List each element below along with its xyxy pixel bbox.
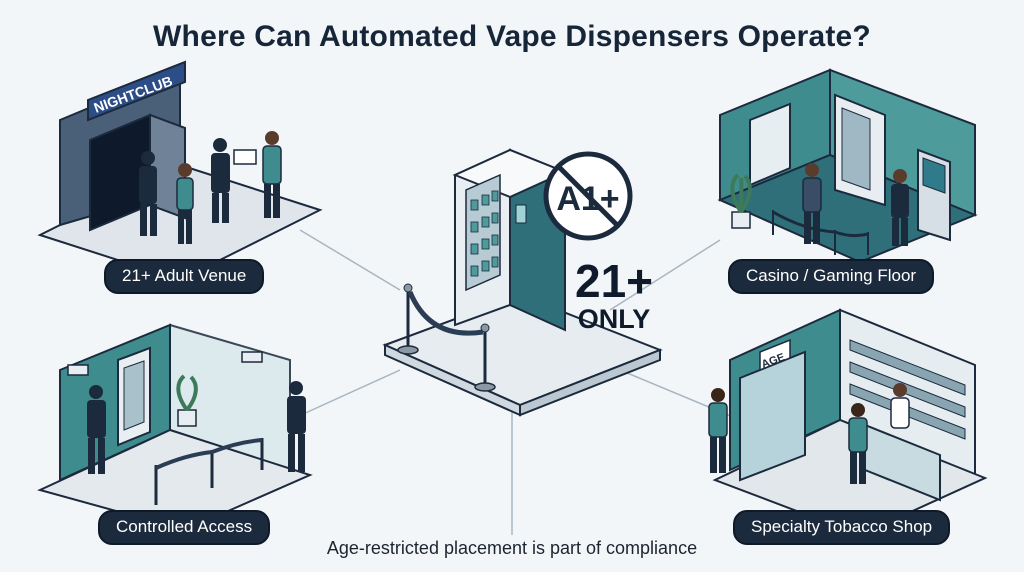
nightclub-scene: NIGHTCLUB bbox=[37, 60, 323, 282]
casino-guest-2 bbox=[891, 169, 909, 246]
tobacco-customer-2 bbox=[848, 403, 868, 484]
page-title: Where Can Automated Vape Dispensers Oper… bbox=[153, 20, 871, 53]
tobacco-scene: AGE bbox=[708, 308, 988, 537]
label-controlled-access: Controlled Access bbox=[98, 510, 271, 545]
vending-products bbox=[470, 190, 499, 277]
slot-machine-screen bbox=[922, 157, 946, 194]
age-badge: 21+ bbox=[575, 255, 654, 307]
nightclub-guest-woman bbox=[176, 163, 194, 244]
controlled-guard-2 bbox=[287, 381, 306, 472]
nightclub-guest-man bbox=[262, 131, 282, 218]
security-camera-icon-2 bbox=[241, 351, 263, 363]
controlled-plant bbox=[176, 374, 198, 427]
nightclub-sign-board bbox=[87, 60, 186, 122]
tobacco-customer bbox=[708, 388, 728, 473]
casino-doorway bbox=[749, 102, 791, 187]
tobacco-age-sign bbox=[759, 338, 791, 372]
controlled-scene bbox=[37, 323, 313, 532]
connector-nightclub bbox=[299, 229, 401, 291]
label-casino: Casino / Gaming Floor bbox=[728, 259, 935, 294]
label-tobacco-shop: Specialty Tobacco Shop bbox=[733, 510, 951, 545]
controlled-guard-1 bbox=[87, 385, 106, 474]
vending-keypad bbox=[515, 204, 527, 224]
casino-plant bbox=[730, 173, 752, 229]
nightclub-bouncer-1 bbox=[139, 151, 157, 236]
label-adult-venue: 21+ Adult Venue bbox=[104, 259, 265, 294]
security-camera-icon bbox=[67, 364, 89, 376]
id-card-icon bbox=[233, 149, 257, 165]
age-qualifier: ONLY bbox=[577, 304, 651, 334]
center-stanchions bbox=[397, 283, 496, 392]
center-scene: A1+ bbox=[382, 148, 663, 417]
casino-scene bbox=[717, 68, 978, 264]
tobacco-clerk bbox=[890, 383, 910, 429]
center-platform-side-right bbox=[519, 348, 661, 417]
controlled-stanchions bbox=[154, 438, 264, 505]
casino-vending-window bbox=[841, 107, 871, 191]
casino-stanchions bbox=[772, 210, 869, 255]
nightclub-bouncer-2 bbox=[211, 138, 230, 223]
footnote: Age-restricted placement is part of comp… bbox=[326, 538, 698, 558]
connector-casino bbox=[609, 239, 721, 311]
controlled-vending-window bbox=[123, 360, 145, 431]
no-entry-icon: A1+ bbox=[543, 151, 633, 241]
tobacco-glass-door bbox=[739, 350, 806, 482]
age-restriction-label: 21+ ONLY bbox=[575, 258, 653, 333]
connector-controlled bbox=[289, 369, 401, 421]
